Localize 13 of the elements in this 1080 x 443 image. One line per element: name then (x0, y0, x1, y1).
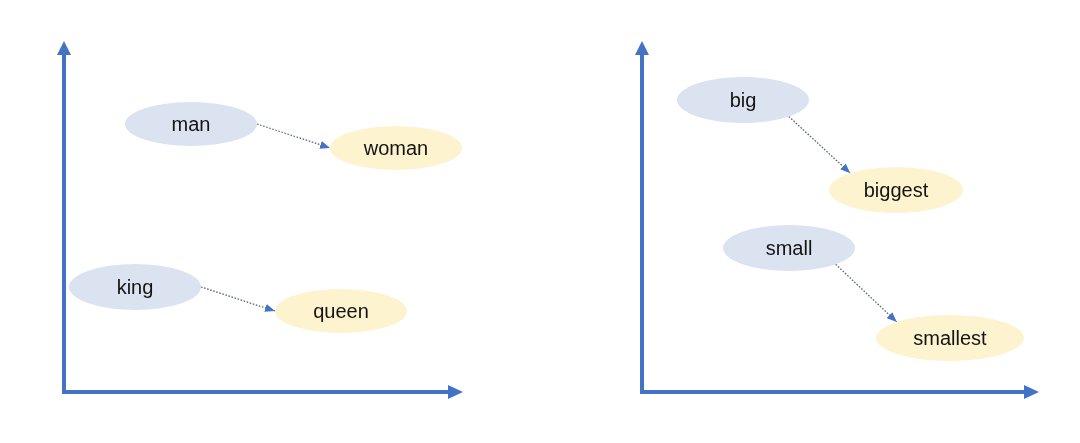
word-label: queen (313, 299, 369, 323)
word-label: smallest (913, 326, 987, 350)
word-label: small (765, 236, 813, 260)
word-label: biggest (863, 178, 929, 202)
word-label: woman (363, 136, 429, 160)
word-label: man (171, 112, 211, 136)
dotted-arrow (256, 123, 331, 149)
dotted-arrow (835, 263, 898, 323)
word-ellipse (69, 264, 201, 310)
word-label: big (729, 88, 757, 112)
dotted-arrow (200, 286, 276, 312)
dotted-arrow (788, 115, 851, 174)
word-label: king (116, 275, 154, 299)
